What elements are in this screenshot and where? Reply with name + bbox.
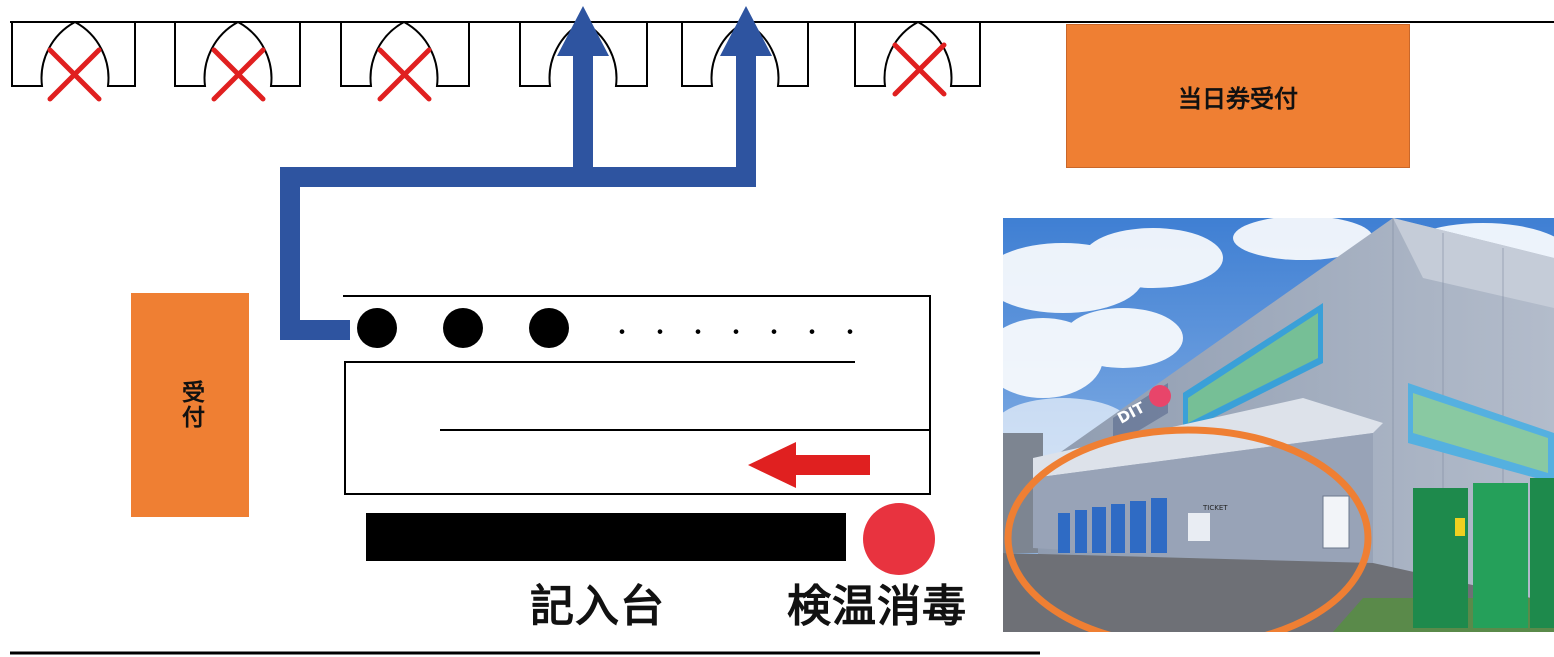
door-3 — [340, 21, 470, 87]
queue-person-dot — [529, 308, 569, 348]
ticket-sign: TICKET — [1202, 504, 1228, 512]
queue-continuation-dots: ・・・・・・・ — [611, 321, 877, 346]
direction-arrow-left-icon — [748, 442, 870, 488]
queue-person-dot — [443, 308, 483, 348]
entrance-highlight-ellipse — [1004, 426, 1372, 632]
entry-route-arrow-icon — [280, 6, 772, 340]
same-day-ticket-counter: 当日券受付 — [1066, 24, 1410, 168]
blue-entrance-doors — [1058, 498, 1167, 553]
door-3-x-mark-icon — [377, 47, 432, 102]
temperature-check-dot — [863, 503, 935, 575]
arrow-head-door-5 — [720, 6, 772, 56]
writing-desk-bar — [366, 513, 846, 561]
queue-person-dot — [357, 308, 397, 348]
door-1 — [11, 21, 136, 87]
queue-lane-lines — [343, 295, 931, 495]
door-1-x-mark-icon — [47, 47, 102, 102]
same-day-ticket-label: 当日券受付 — [1178, 84, 1298, 113]
reception-counter: 受付 — [131, 293, 249, 517]
green-lockers — [1413, 478, 1554, 628]
door-2 — [174, 21, 301, 87]
temperature-disinfection-label: 検温消毒 — [787, 581, 967, 632]
reception-label: 受付 — [177, 380, 204, 430]
door-6-x-mark-icon — [892, 42, 947, 97]
arrow-head-door-4 — [557, 6, 609, 56]
writing-desk-label: 記入台 — [530, 581, 665, 632]
door-2-x-mark-icon — [211, 47, 266, 102]
door-6 — [854, 21, 981, 87]
building-exterior-photo: DIT TICKET — [1003, 218, 1554, 632]
